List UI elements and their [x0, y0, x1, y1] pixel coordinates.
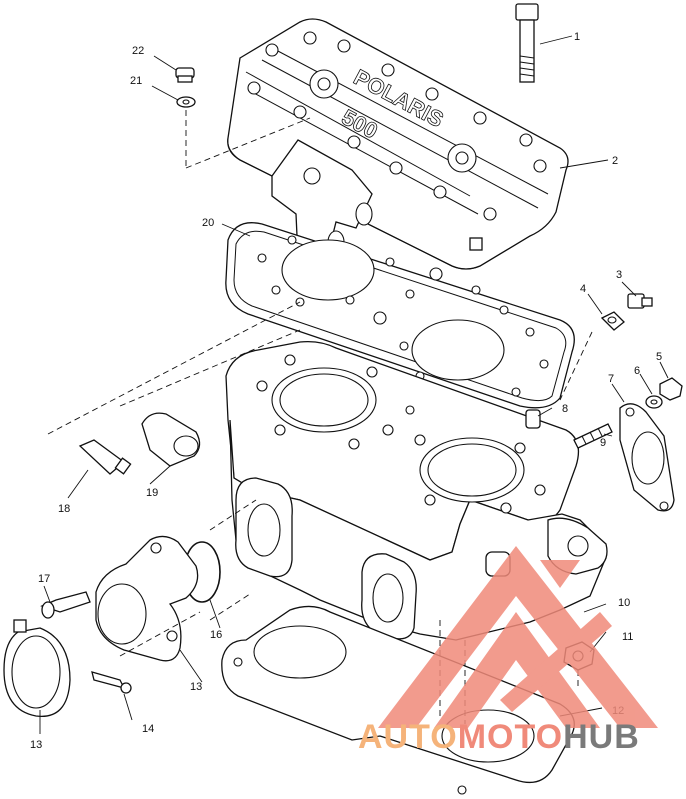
callout-19: 19: [146, 487, 158, 499]
callout-7: 7: [608, 373, 614, 385]
base-gasket: [221, 605, 575, 795]
callout-10: 10: [618, 597, 630, 609]
left-side-parts: [78, 412, 201, 475]
callout-21: 21: [130, 75, 142, 87]
watermark-moto: MOTO: [458, 718, 563, 756]
callout-8: 8: [562, 403, 568, 415]
callout-17: 17: [38, 573, 50, 585]
callout-22: 22: [132, 45, 144, 57]
callout-5: 5: [656, 351, 662, 363]
callout-13-clamp: 13: [30, 739, 42, 751]
cylinder-head: POLARIS 500: [227, 18, 569, 270]
callout-2: 2: [612, 155, 618, 167]
callout-9: 9: [600, 437, 606, 449]
watermark-text: AUTOMOTOHUB: [358, 718, 640, 756]
intake-assembly: [3, 535, 221, 717]
watermark: AUTOMOTOHUB: [358, 546, 658, 756]
callout-1: 1: [574, 31, 580, 43]
callout-13-adapter: 13: [190, 681, 202, 693]
callout-20: 20: [202, 217, 214, 229]
watermark-triangle-logo: [378, 546, 658, 728]
right-side-parts: [525, 293, 683, 512]
watermark-auto: AUTO: [358, 718, 458, 756]
callout-16: 16: [210, 629, 222, 641]
callout-11: 11: [622, 631, 633, 643]
watermark-hub: HUB: [563, 718, 640, 756]
callout-6: 6: [634, 365, 640, 377]
callout-18: 18: [58, 503, 70, 515]
head-gasket: [225, 222, 575, 409]
assembly-lines: [47, 110, 593, 657]
callout-3: 3: [616, 269, 622, 281]
callout-14: 14: [142, 723, 154, 735]
head-bolt: [515, 3, 539, 83]
screw-and-washer: [175, 67, 196, 108]
callout-4: 4: [580, 283, 586, 295]
